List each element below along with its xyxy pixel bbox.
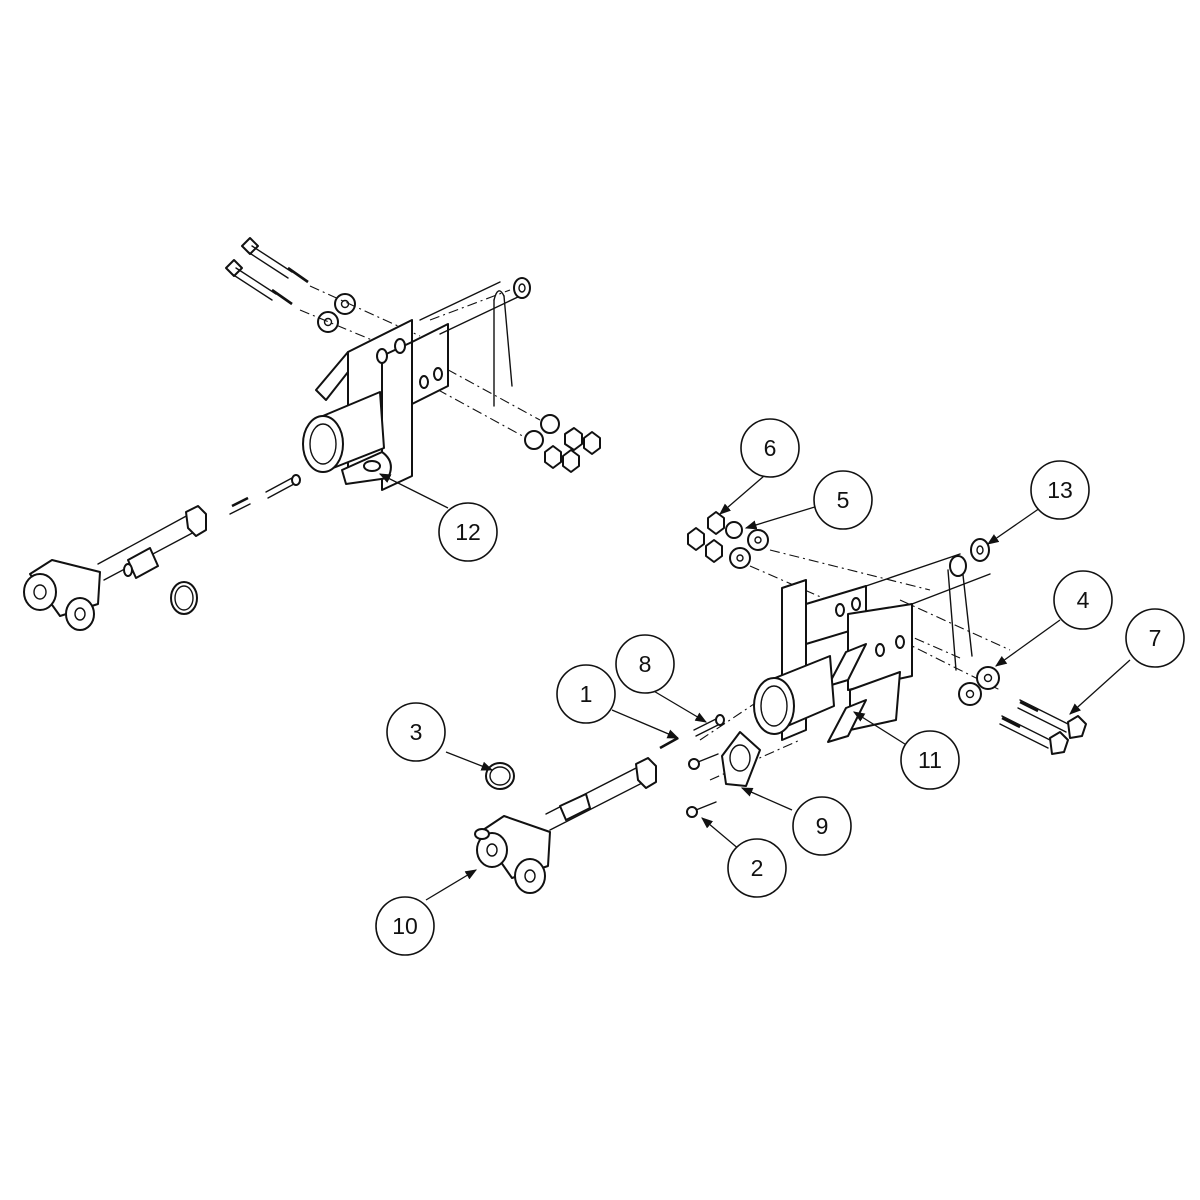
washer xyxy=(317,311,339,333)
upper-left-assembly xyxy=(225,237,601,491)
upper-hairpin xyxy=(493,277,531,407)
washer xyxy=(334,293,356,315)
lower-spring xyxy=(659,736,679,750)
leader-7 xyxy=(1069,659,1131,715)
callout-label: 2 xyxy=(751,855,764,881)
callout-7: 7 xyxy=(1125,608,1185,668)
callout-label: 4 xyxy=(1077,587,1090,613)
right-nut-stack xyxy=(687,511,769,569)
lower-plate xyxy=(721,731,761,787)
callout-label: 1 xyxy=(580,681,593,707)
lower-shaft-assembly xyxy=(474,714,761,894)
leader-lines xyxy=(378,473,1131,901)
callout-label: 6 xyxy=(764,435,777,461)
leader-10 xyxy=(425,869,478,901)
upper-bolt-b xyxy=(225,259,293,306)
callout-4: 4 xyxy=(1053,570,1113,630)
right-hairpin xyxy=(947,538,990,671)
callout-label: 7 xyxy=(1149,625,1162,651)
left-detent-pin xyxy=(265,474,301,499)
callout-10: 10 xyxy=(375,896,435,956)
callout-label: 9 xyxy=(816,813,829,839)
right-assembly xyxy=(687,511,1087,781)
left-spring xyxy=(229,496,251,515)
left-shaft-assembly xyxy=(23,474,301,631)
leader-12 xyxy=(378,473,449,509)
leader-13 xyxy=(987,507,1041,545)
lower-snap-ring xyxy=(485,762,515,790)
callout-label: 10 xyxy=(392,913,418,939)
callout-label: 8 xyxy=(639,651,652,677)
callout-label: 5 xyxy=(837,487,850,513)
left-shaft xyxy=(97,505,207,581)
lower-detent-pin xyxy=(693,714,725,737)
callout-2: 2 xyxy=(727,838,787,898)
callout-3: 3 xyxy=(386,702,446,762)
callout-label: 12 xyxy=(455,519,481,545)
upper-nut-stack xyxy=(524,414,601,473)
lower-yoke xyxy=(474,815,551,894)
callout-11: 11 xyxy=(900,730,960,790)
left-yoke xyxy=(23,559,101,631)
leader-11 xyxy=(853,711,909,747)
leader-4 xyxy=(995,619,1061,667)
callout-label: 3 xyxy=(410,719,423,745)
callout-13: 13 xyxy=(1030,460,1090,520)
leader-5 xyxy=(744,505,819,530)
left-snap-ring xyxy=(170,581,198,615)
callout-5: 5 xyxy=(813,470,873,530)
callout-label: 11 xyxy=(918,747,942,773)
leader-1 xyxy=(611,709,680,739)
right-bolt-b xyxy=(999,715,1069,755)
leader-8 xyxy=(651,689,708,723)
upper-bottom-ear xyxy=(341,451,392,485)
leader-2 xyxy=(701,817,741,851)
lower-screws xyxy=(686,753,719,818)
lower-shaft xyxy=(545,757,657,831)
right-sleeve xyxy=(753,655,835,735)
upper-sleeve xyxy=(302,391,385,473)
right-bolt-a xyxy=(1017,699,1087,739)
leader-6 xyxy=(719,475,765,515)
leader-9 xyxy=(740,787,793,811)
callout-9: 9 xyxy=(792,796,852,856)
callout-label: 13 xyxy=(1047,477,1073,503)
right-washers xyxy=(958,666,1000,706)
callout-12: 12 xyxy=(438,502,498,562)
callout-8: 8 xyxy=(615,634,675,694)
callout-1: 1 xyxy=(556,664,616,724)
upper-bolt-a xyxy=(241,237,309,284)
callout-6: 6 xyxy=(740,418,800,478)
leader-3 xyxy=(445,751,494,771)
